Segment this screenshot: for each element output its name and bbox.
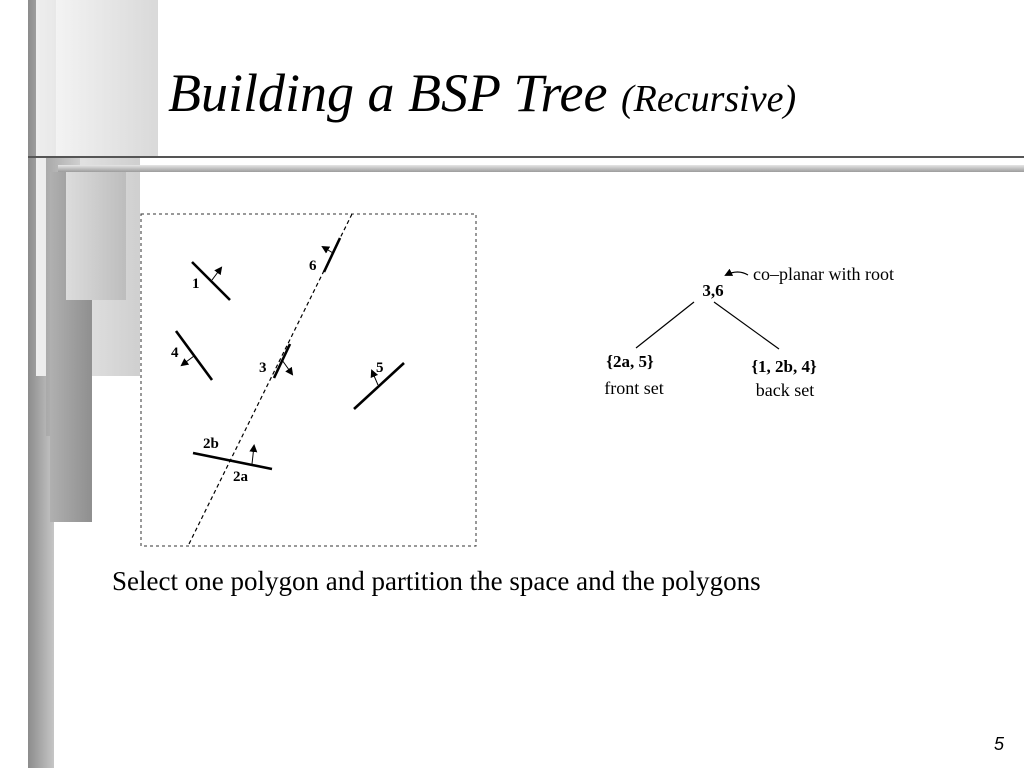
label-polygon-5: 5 (376, 360, 384, 376)
polygon-3 (272, 343, 292, 379)
title-rule-light (58, 165, 1024, 172)
tree-back-node: {1, 2b, 4} (751, 357, 817, 376)
label-polygon-2a: 2a (233, 469, 249, 485)
label-polygon-4: 4 (171, 345, 179, 361)
polygon-2-normal-arrow (249, 444, 258, 465)
tree-front-caption: front set (604, 378, 663, 398)
slide-title: Building a BSP Tree (Recursive) (168, 58, 796, 134)
tree-back-caption: back set (756, 380, 814, 400)
page-number: 5 (993, 734, 1004, 754)
polygon-5 (353, 362, 405, 410)
polygon-6-normal-arrow (321, 245, 334, 254)
polygon-3-normal-arrow (281, 359, 294, 376)
title-rule-dark (28, 156, 1024, 158)
polygon-1-normal-arrow (211, 266, 223, 281)
polygon-6 (322, 237, 342, 273)
polygon-1 (191, 261, 231, 301)
space-boundary (140, 213, 477, 547)
polygon-5-normal-arrow (370, 369, 379, 386)
edge-root-back (713, 301, 780, 350)
polygon-4-normal-arrow (180, 355, 195, 367)
tree-root-node: 3,6 (702, 281, 723, 300)
sidebar-bar-3 (56, 0, 158, 158)
partition-plane-line (187, 213, 353, 547)
title-main: Building a BSP Tree (168, 63, 608, 123)
sidebar-bar-6 (66, 172, 126, 300)
bsp-tree-diagram: 3,6 co–planar with root {2a, 5} front se… (604, 264, 894, 400)
root-note-arrow (724, 268, 749, 276)
label-polygon-1: 1 (192, 276, 200, 292)
bsp-space-diagram: 1 4 6 3 5 2b 2a (140, 213, 477, 547)
label-polygon-6: 6 (309, 258, 317, 274)
label-polygon-2b: 2b (203, 436, 219, 452)
title-sub: (Recursive) (621, 78, 797, 120)
polygon-2 (192, 451, 273, 471)
edge-root-front (635, 301, 695, 349)
slide-caption: Select one polygon and partition the spa… (112, 566, 761, 596)
polygon-4 (174, 330, 214, 381)
tree-front-node: {2a, 5} (606, 352, 654, 371)
tree-root-note: co–planar with root (753, 264, 894, 284)
label-polygon-3: 3 (259, 360, 267, 376)
